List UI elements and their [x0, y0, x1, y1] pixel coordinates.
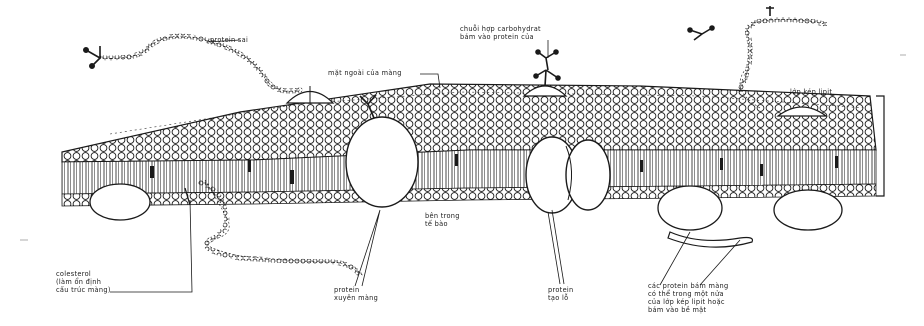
- label-carbohydrate-line1: chuỗi hợp carbohydrat: [460, 25, 541, 33]
- label-cholesterol-line3: cấu trúc màng): [56, 286, 111, 294]
- label-peripheral-protein-line1: các protein bám màng: [648, 282, 729, 290]
- lower-protein-mid: [658, 186, 722, 230]
- integral-protein: [346, 117, 418, 207]
- label-transmembrane-protein-line2: xuyên màng: [334, 294, 378, 302]
- label-peripheral-protein-line4: bám vào bề mặt: [648, 306, 706, 314]
- label-channel-protein-line1: protein: [548, 286, 574, 294]
- label-inside-cell-line1: bên trong: [425, 212, 460, 220]
- inner-surface-protein: [668, 232, 753, 247]
- lower-protein-left: [90, 184, 150, 220]
- lower-protein-right: [774, 190, 842, 230]
- channel-protein-right: [566, 140, 610, 210]
- label-peripheral-protein-line3: của lớp kép lipit hoặc: [648, 298, 725, 306]
- label-cholesterol-line2: (làm ổn định: [56, 278, 101, 286]
- label-peripheral-protein-line2: có thể trong một nửa: [648, 290, 724, 298]
- label-lipid-bilayer: lớp kép lipit: [790, 88, 832, 96]
- label-cholesterol-line1: colesterol: [56, 270, 91, 278]
- label-outer-surface: mặt ngoài của màng: [328, 69, 402, 77]
- label-transmembrane-protein-line1: protein: [334, 286, 360, 294]
- label-protein-sai: protein sai: [210, 36, 248, 44]
- label-channel-protein-line2: tạo lỗ: [548, 294, 568, 302]
- label-inside-cell-line2: tế bào: [425, 220, 448, 228]
- label-carbohydrate-line2: bám vào protein của: [460, 33, 534, 41]
